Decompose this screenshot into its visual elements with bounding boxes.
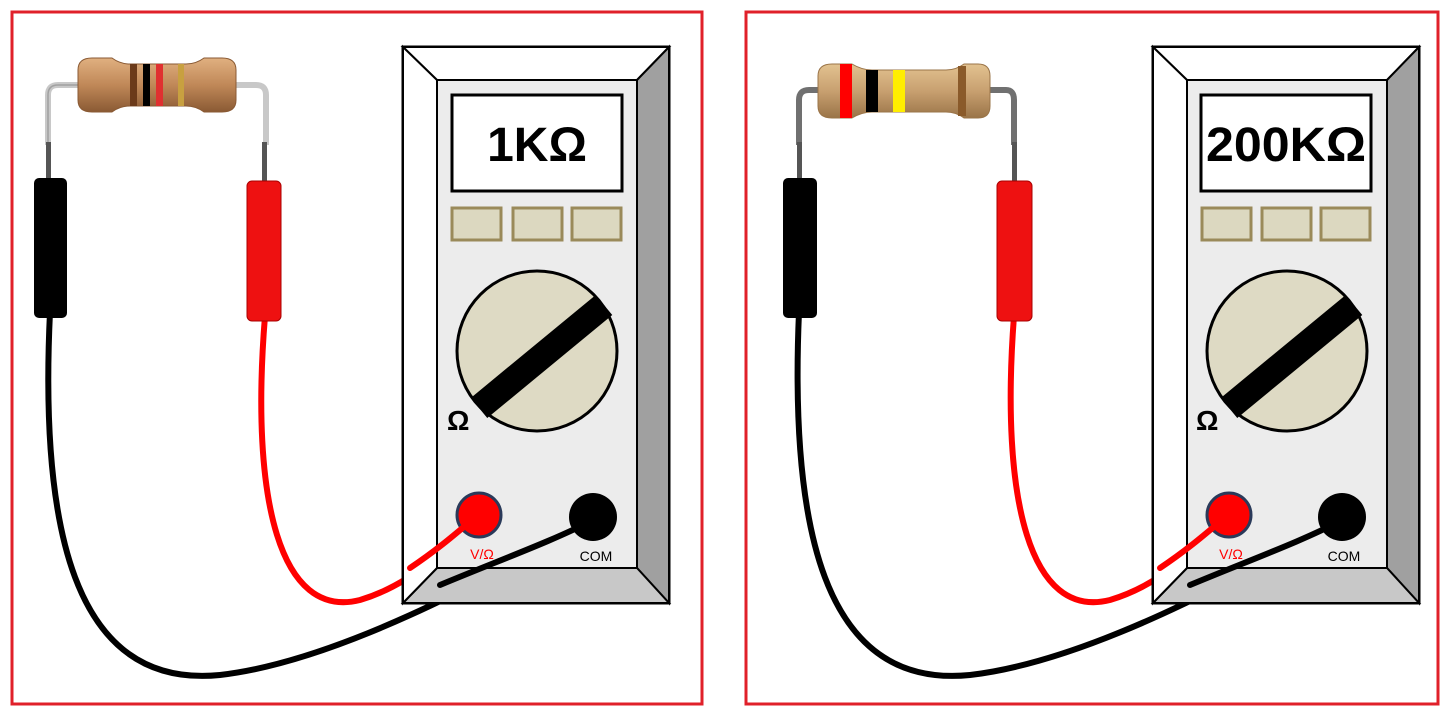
panel-1k-measurement: 1KΩ Ω V/Ω COM	[10, 10, 704, 706]
meter-display	[1199, 93, 1373, 193]
resistor-band-2	[866, 70, 878, 112]
multimeter: 1KΩ Ω V/Ω COM	[400, 44, 672, 606]
red-lead-into-jack	[1157, 512, 1231, 571]
meter-button-2[interactable]	[511, 206, 564, 242]
meter-button-3[interactable]	[1319, 206, 1372, 242]
selector-dial[interactable]	[455, 269, 619, 433]
panel-200k-measurement: 200KΩ Ω V/Ω COM	[744, 10, 1440, 706]
resistor-lead-right	[986, 87, 1017, 145]
resistor-band-4	[178, 64, 184, 106]
dial-pointer	[1220, 294, 1363, 419]
vohm-jack-label: V/Ω	[470, 546, 494, 562]
resistor-1k	[77, 57, 237, 113]
com-jack-label: COM	[580, 548, 613, 564]
com-jack[interactable]	[1318, 493, 1366, 541]
meter-readout: 200KΩ	[1206, 119, 1366, 172]
black-probe-handle	[34, 178, 67, 318]
resistor-200k	[817, 63, 991, 119]
red-probe-handle	[246, 180, 282, 322]
meter-display	[450, 93, 624, 193]
ohm-symbol-label: Ω	[1196, 405, 1218, 436]
vohm-jack-label: V/Ω	[1219, 546, 1243, 562]
resistor-band-1	[130, 64, 137, 106]
black-lead-into-jack	[1187, 517, 1345, 588]
resistor-band-4	[958, 66, 966, 116]
meter-button-2[interactable]	[1260, 206, 1313, 242]
resistor-band-2	[143, 64, 150, 106]
red-probe-handle	[996, 180, 1033, 322]
meter-button-1[interactable]	[1200, 206, 1253, 242]
ohm-symbol-label: Ω	[447, 405, 469, 436]
multimeter: 200KΩ Ω V/Ω COM	[1150, 44, 1422, 606]
selector-dial[interactable]	[1205, 269, 1369, 433]
red-probe-tip	[1012, 142, 1017, 184]
resistor-band-3	[893, 70, 905, 112]
red-probe-tip	[262, 142, 267, 184]
com-jack-label: COM	[1328, 548, 1361, 564]
meter-button-1[interactable]	[450, 206, 503, 242]
black-lead-into-jack	[437, 517, 596, 588]
meter-side-face	[1386, 44, 1420, 606]
resistor-lead-right	[232, 82, 269, 145]
meter-button-3[interactable]	[570, 206, 623, 242]
resistor-lead-left	[796, 87, 826, 145]
black-probe-handle	[783, 178, 817, 318]
red-lead-into-jack	[407, 512, 481, 571]
dial-pointer	[470, 294, 613, 419]
meter-side-face	[636, 44, 670, 606]
black-probe-tip	[797, 142, 802, 182]
meter-readout: 1KΩ	[487, 119, 587, 172]
resistor-band-1	[840, 64, 852, 118]
resistor-band-3	[156, 64, 163, 106]
black-probe-tip	[46, 142, 51, 182]
